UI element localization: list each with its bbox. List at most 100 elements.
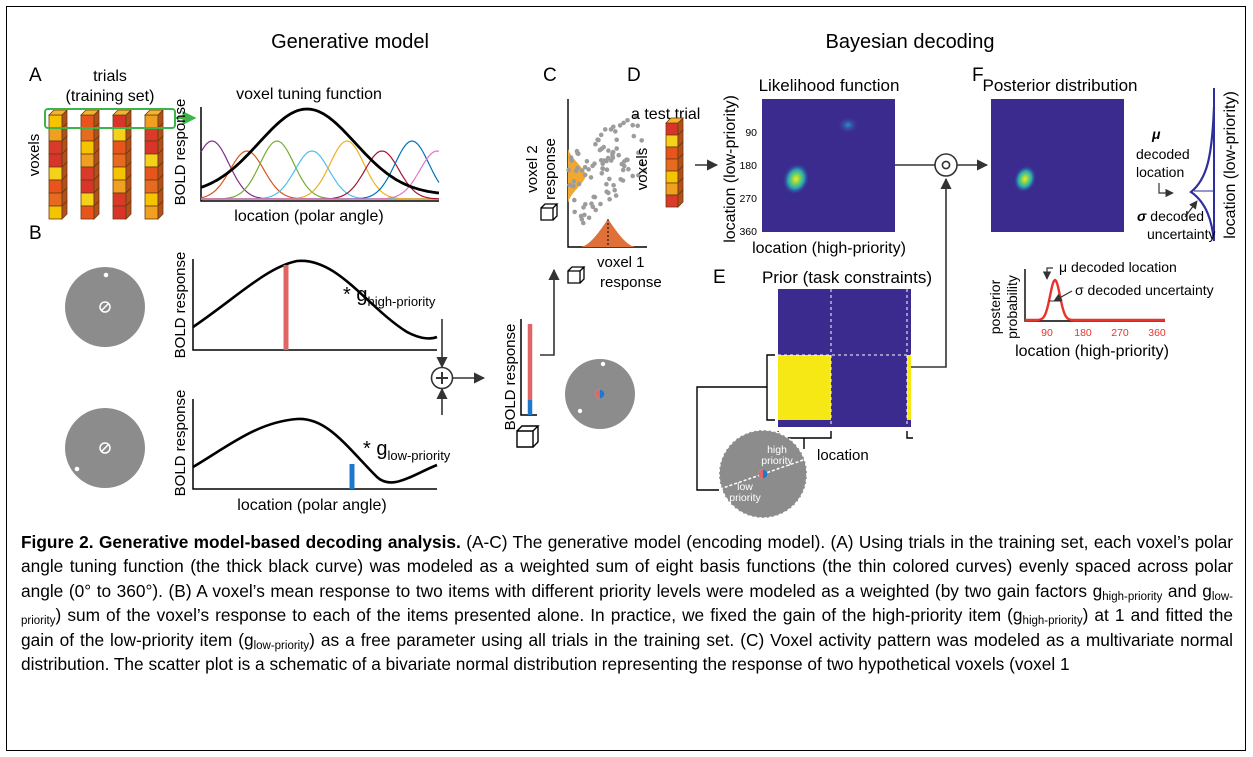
- section-title-generative: Generative model: [271, 31, 429, 53]
- test-voxel-stack: [665, 117, 684, 208]
- scatter-point: [598, 201, 603, 207]
- voxel-stack: [665, 117, 684, 208]
- scatter-point: [586, 215, 592, 221]
- figure-caption: Figure 2. Generative model-based decodin…: [21, 530, 1233, 676]
- scatter-point: [579, 168, 585, 173]
- svg-text:180: 180: [739, 160, 757, 172]
- scatter-point: [625, 118, 630, 123]
- voxel-cube: [48, 140, 63, 155]
- scatter-point: [617, 123, 623, 128]
- prior-title: Prior (task constraints): [762, 268, 932, 287]
- posterior-sigma-legend: σ decoded uncertainty: [1075, 282, 1214, 298]
- scatter-point: [574, 148, 580, 154]
- posterior-ylabel-2: probability: [1004, 275, 1020, 339]
- sum-ylabel: BOLD response: [502, 324, 519, 431]
- basis-function-curve: [200, 140, 439, 200]
- likelihood-xlabel: location (high-priority): [752, 240, 906, 257]
- voxel-cube: [80, 205, 95, 220]
- gain-low-label: * glow-priority: [363, 438, 451, 463]
- likelihood-heatmap: [762, 99, 895, 232]
- voxel-cube: [61, 200, 68, 220]
- panel-letter-e: E: [713, 267, 726, 288]
- voxel-cube: [112, 127, 127, 142]
- svg-text:90: 90: [745, 127, 757, 139]
- voxel-cube: [48, 166, 63, 181]
- scatter-point: [590, 163, 595, 169]
- tuning-axes: [200, 107, 439, 202]
- b-ylabel-top: BOLD response: [172, 252, 189, 359]
- voxel-cube: [665, 182, 679, 196]
- high-priority-label-1: high: [767, 444, 787, 456]
- scatter-point: [626, 166, 631, 172]
- scatter-point: [569, 158, 575, 163]
- svg-text:270: 270: [739, 193, 757, 205]
- svg-text:270: 270: [1111, 327, 1129, 339]
- high-priority-label-2: priority: [761, 455, 793, 467]
- scatter-point: [575, 165, 580, 171]
- cube-icon-sum: [516, 425, 540, 448]
- test-trial-label: a test trial: [631, 106, 700, 123]
- caption-seg5: ) as a free parameter using all trials i…: [21, 629, 1233, 675]
- voxel-cube: [48, 179, 63, 194]
- scatter-point: [571, 183, 576, 189]
- voxel-cube: [144, 166, 159, 181]
- stimulus-disk-both: [565, 359, 635, 429]
- voxel-cube: [112, 140, 127, 155]
- scatter-point: [604, 158, 609, 164]
- trials-label: trials: [93, 68, 127, 85]
- scatter-point: [589, 201, 594, 206]
- tuning-plot: [200, 107, 440, 202]
- stimulus-disk-high: [65, 267, 145, 347]
- cube-icon-voxel1: [567, 266, 586, 284]
- scatter-point: [610, 155, 616, 160]
- sum-operator: [430, 319, 486, 415]
- side-distribution: [1189, 88, 1216, 242]
- tuning-ylabel: BOLD response: [172, 99, 189, 206]
- voxel-cube: [80, 140, 95, 155]
- voxel-cube: [144, 140, 159, 155]
- scatter-point: [622, 163, 627, 169]
- posterior-curve: [1025, 278, 1165, 322]
- scatter-point: [599, 146, 604, 152]
- svg-text:180: 180: [1074, 327, 1092, 339]
- caption-seg1: (A-C) The generative model (encoding mod…: [21, 532, 1233, 601]
- scatter-point: [616, 152, 621, 158]
- likelihood-ylabel: location (low-priority): [722, 95, 739, 243]
- voxel-cube: [80, 166, 95, 181]
- voxel-cube: [48, 205, 63, 220]
- b-plot-bottom: [192, 399, 438, 490]
- basis-function-curve: [201, 140, 439, 200]
- scatter-point: [604, 167, 610, 172]
- scatter-point: [584, 159, 590, 164]
- scatter-point: [598, 158, 604, 163]
- scatter-point: [588, 175, 594, 180]
- scatter-plot: [566, 99, 647, 248]
- voxel-cube: [665, 122, 679, 136]
- posterior-ylabel-1: posterior: [987, 279, 1003, 334]
- sigma-pointer: [1184, 200, 1198, 218]
- voxel-cube: [48, 153, 63, 168]
- scatter-point: [566, 167, 571, 173]
- voxel-cube: [48, 127, 63, 142]
- scatter-point: [593, 207, 598, 213]
- svg-text:360: 360: [739, 226, 757, 238]
- caption-seg4: ) at 1 and fitted the gain of the low-pr…: [21, 605, 1234, 650]
- voxel-cube: [48, 114, 63, 129]
- caption-seg3: ) sum of the voxel’s response to each of…: [55, 605, 1023, 626]
- b-xlabel: location (polar angle): [237, 497, 386, 514]
- scatter-point: [630, 122, 635, 128]
- scatter-point: [630, 173, 635, 179]
- scatter-point: [611, 183, 616, 188]
- posterior-xticks: 90 180 270 360: [1041, 327, 1166, 339]
- voxel-cube: [665, 146, 679, 160]
- likelihood-yticks: 90 180 270 360: [739, 127, 757, 238]
- scatter-point: [618, 177, 623, 182]
- panel-letter-f: F: [972, 65, 984, 86]
- sum-to-scatter-arrow: [540, 268, 560, 356]
- voxel-stack: [112, 109, 132, 220]
- figure-frame: Generative model Bayesian decoding A B C…: [6, 6, 1246, 751]
- mu-symbol: μ: [1151, 126, 1161, 142]
- scatter-point: [633, 114, 639, 119]
- stimulus-disk-low: [65, 408, 145, 488]
